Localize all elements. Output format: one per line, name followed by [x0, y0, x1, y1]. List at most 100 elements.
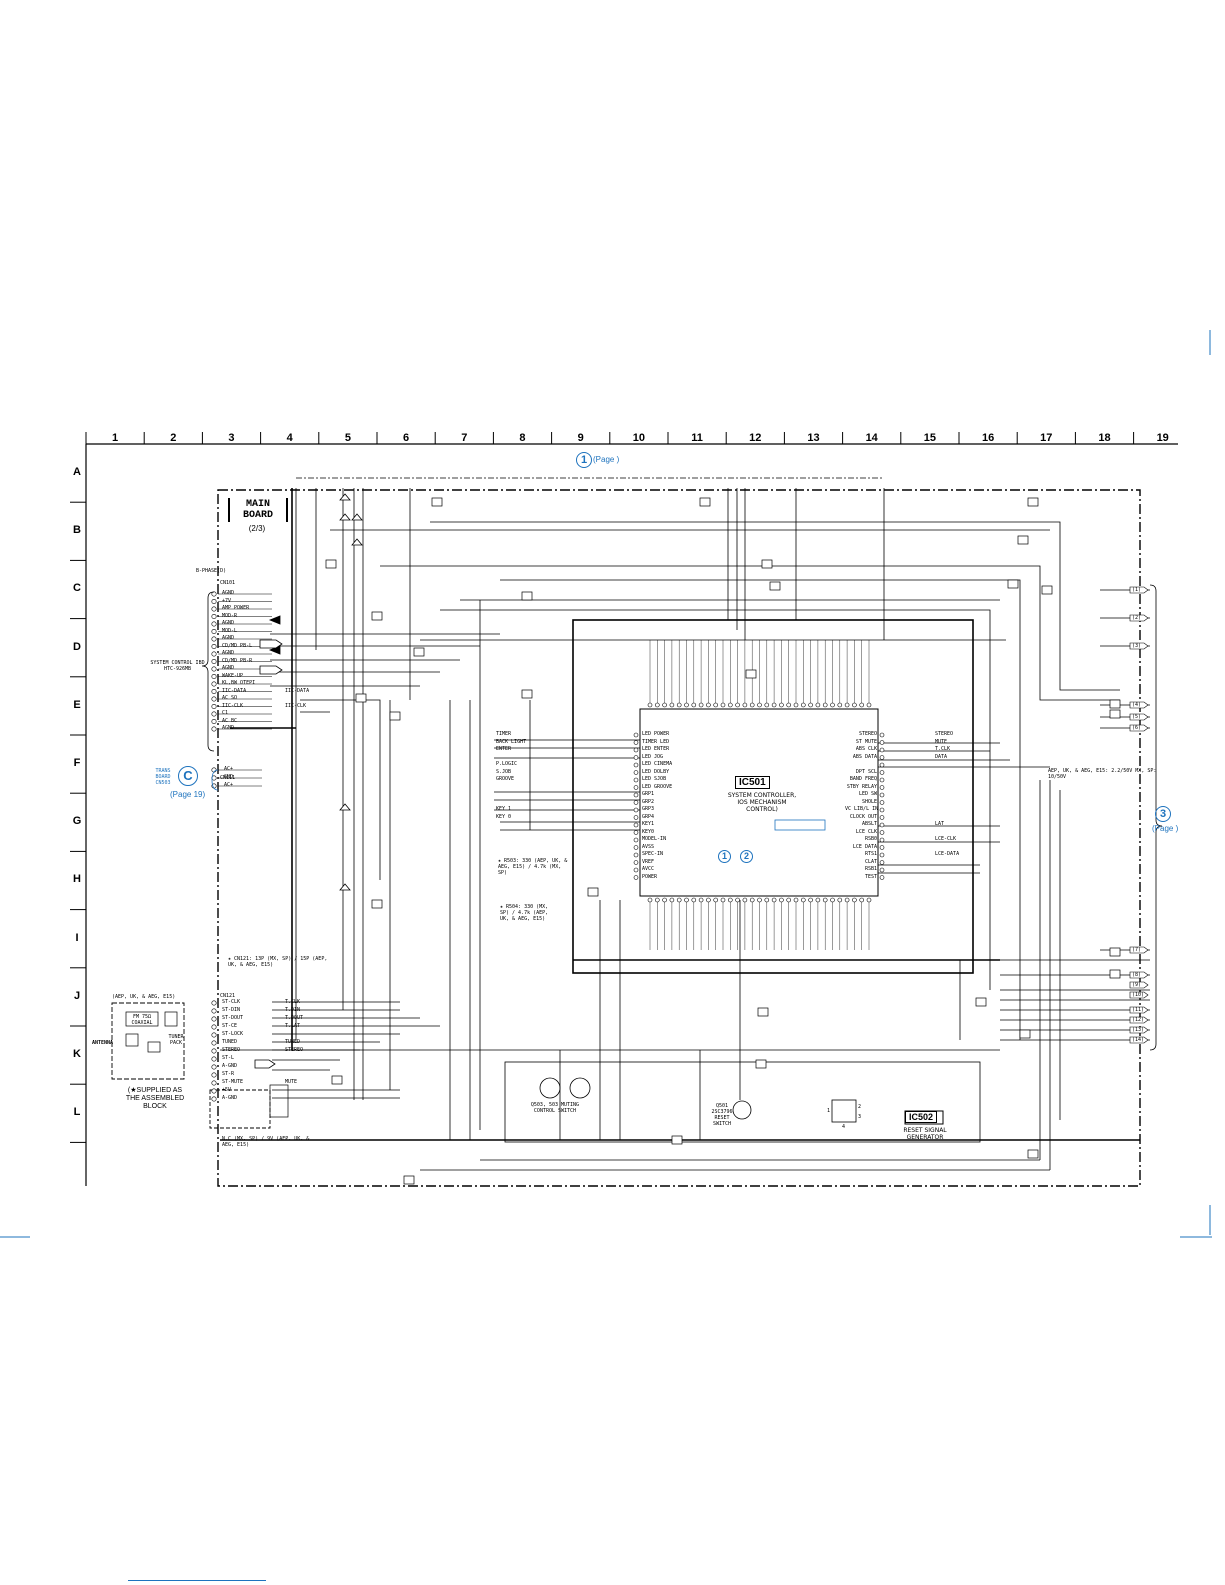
- ic501-left-pin: [633, 815, 639, 820]
- antenna-label: ANTENNA: [92, 1040, 114, 1046]
- ic501-top-pin: [822, 702, 828, 708]
- cn121-pin-label: ST-L: [222, 1055, 235, 1061]
- ref-c-page[interactable]: (Page 19): [170, 790, 206, 799]
- cn121-outer-label: T.CLK: [285, 999, 301, 1005]
- ref-box: [403, 1175, 415, 1185]
- ic501-right-pin-label: LCE CLK: [855, 828, 877, 835]
- ic501-left-signal: KEY 1: [496, 806, 512, 812]
- grid-row-A: A: [73, 466, 81, 478]
- right-connector-label: (13): [1132, 1027, 1145, 1033]
- cn121-pin-label: +5V: [222, 1087, 232, 1093]
- ic501-left-signal: ENTER: [496, 746, 512, 752]
- ic501-top-pin: [800, 702, 806, 708]
- ref-box: [1027, 497, 1039, 507]
- right-connector: [1129, 701, 1149, 709]
- ic501-top-pin: [844, 702, 850, 708]
- ic501-top-pin: [793, 702, 799, 708]
- ic501-bottom-pin: [771, 897, 777, 903]
- ic501-right-pin: [879, 860, 885, 865]
- ic501-top-pin: [852, 702, 857, 708]
- ic501-bottom-pin: [669, 897, 675, 903]
- ic501-bottom-pin: [779, 897, 784, 903]
- ic501-left-pin-label: GRP2: [642, 798, 655, 805]
- right-connector-label: (6): [1132, 725, 1142, 731]
- ref-box: [699, 497, 711, 507]
- ref-1-page[interactable]: (Page ): [593, 455, 620, 464]
- ic501-bottom-pin: [691, 897, 697, 903]
- cn111-pin-label: AC+: [224, 766, 234, 772]
- ic501-bottom-pin: [764, 897, 770, 903]
- ic501-bottom-pin: [852, 897, 857, 903]
- ic501-left-pin-label: LED SJOB: [642, 776, 667, 782]
- ic501-right-pin: [879, 875, 885, 880]
- cn121-pin-label: ST-CLK: [222, 999, 241, 1005]
- ic501-right-pin-label: ABS DATA: [852, 753, 877, 760]
- ic502-pin3: 3: [858, 1114, 862, 1120]
- ref-3-page[interactable]: (Page ): [1152, 824, 1179, 833]
- ic501-bottom-pin: [735, 897, 740, 903]
- ic501-bottom-pin: [815, 897, 821, 903]
- ic501-right-pin-label: STEREO: [858, 731, 877, 737]
- ic501-left-pin-label: KEY1: [642, 821, 655, 827]
- ic501-right-pin-label: LCE DATA: [852, 843, 877, 850]
- ic501-top-pin: [779, 702, 784, 708]
- ic501-top-pin: [698, 702, 704, 708]
- ic501-top-pin: [757, 702, 762, 708]
- grid-row-L: L: [73, 1106, 81, 1119]
- ic501-right-pin: [879, 822, 885, 828]
- ic501-right-pin-label: ABSLT: [861, 821, 877, 827]
- right-connector-label: (2): [1132, 615, 1142, 621]
- cn121-pin: [211, 1056, 217, 1062]
- ref-box: [1007, 579, 1019, 589]
- cn121-pin-label: ST-R: [222, 1071, 235, 1077]
- assembled-block-note: (★SUPPLIED AS THE ASSEMBLED BLOCK: [110, 1087, 200, 1111]
- ref-3-circle[interactable]: 3: [1155, 806, 1171, 822]
- grid-column-19: 19: [1156, 432, 1169, 444]
- cn101-pin: [211, 613, 217, 619]
- ic501-bottom-pin: [837, 897, 843, 903]
- ic501-left-pin-label: GRP3: [642, 806, 655, 812]
- grid-column-7: 7: [461, 432, 468, 444]
- cn101-pin-label: AMP POWER: [222, 605, 250, 611]
- ic501-bottom-pin: [647, 897, 653, 903]
- cn101-pin: [211, 643, 217, 649]
- grid-column-10: 10: [632, 432, 646, 444]
- cn101-pin: [211, 598, 217, 604]
- ic501-left-pin-label: MODEL-IN: [642, 836, 667, 842]
- right-connector-label: (14): [1132, 1037, 1145, 1043]
- ic501-right-pin: [879, 755, 885, 760]
- ic501-right-pin: [879, 807, 885, 813]
- cn121-pin-label: ST-LOCK: [222, 1031, 244, 1037]
- ref-1-circle[interactable]: 1: [576, 452, 592, 468]
- ic501-left-pin: [633, 852, 639, 858]
- ic501-bottom-pin: [793, 897, 799, 903]
- cn121-pin: [211, 1024, 217, 1030]
- ic501-left-pin: [633, 837, 639, 843]
- cn121-pin-label: TUNED: [222, 1039, 238, 1045]
- right-connector: [1129, 1026, 1149, 1034]
- grid-column-9: 9: [577, 432, 584, 444]
- cn101-pin-label: CD/MD PB-R: [222, 657, 253, 664]
- cn121-name: CN121: [220, 993, 236, 999]
- cn101-pin: [211, 726, 217, 732]
- ic501-top-pin: [713, 702, 719, 708]
- ref-c-board: TRANS BOARD CN503: [155, 768, 171, 786]
- ref-box: [975, 997, 987, 1007]
- ref-box: [325, 559, 337, 569]
- ic501-left-pin-label: TIMER LED: [642, 738, 670, 745]
- ic501-top-pin: [859, 702, 865, 708]
- cn111-pin-label: AC+: [224, 782, 234, 788]
- ref-c-circle[interactable]: C: [178, 766, 198, 786]
- grid-column-2: 2: [170, 432, 177, 444]
- ic501-left-signal: KEY 0: [496, 813, 512, 820]
- cn101-outer-label: IIC-CLK: [285, 702, 307, 709]
- right-connector: [1129, 614, 1149, 622]
- ic501-right-pin: [879, 777, 885, 783]
- ic501-right-signal: T.CLK: [935, 746, 951, 752]
- ic501-right-signal: DATA: [935, 753, 948, 760]
- grid-column-8: 8: [519, 432, 526, 444]
- ic501-left-signal: TIMER: [496, 731, 512, 737]
- ic501-right-pin-label: DPT SCL: [855, 768, 877, 775]
- grid-row-K: K: [73, 1048, 81, 1060]
- right-connector: [1129, 971, 1149, 979]
